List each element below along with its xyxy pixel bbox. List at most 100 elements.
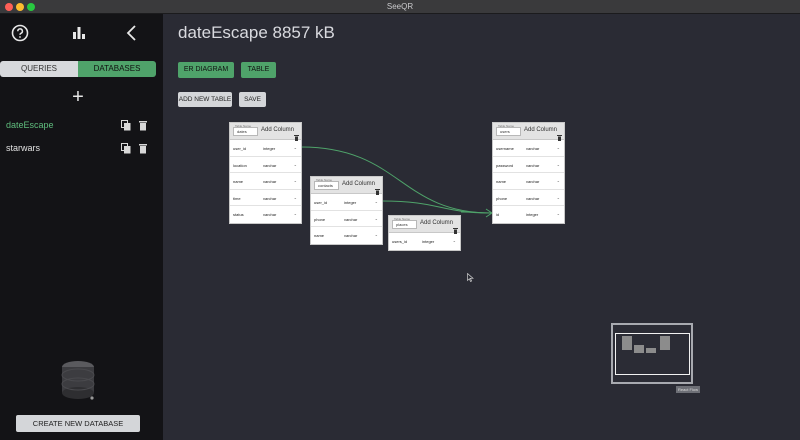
edge-places-to-users: [460, 211, 492, 214]
table-header: Table Name places Add Column: [389, 216, 460, 234]
trash-icon[interactable]: [138, 143, 148, 154]
column-type-select[interactable]: varchar: [526, 146, 540, 151]
table-node-dates[interactable]: Table Name dates Add Column user_id integ…: [229, 122, 302, 224]
column-name[interactable]: username: [496, 146, 514, 151]
add-new-table-button[interactable]: ADD NEW TABLE: [178, 92, 232, 107]
column-type-select[interactable]: varchar: [526, 162, 540, 168]
databases-toggle[interactable]: DATABASES: [78, 61, 156, 77]
trash-icon[interactable]: [138, 120, 148, 131]
column-name[interactable]: users_id: [392, 239, 408, 244]
column-type-select[interactable]: varchar: [344, 216, 358, 222]
minimap-node: [646, 348, 656, 353]
minimap-node: [622, 336, 632, 350]
table-header: Table Name users Add Column: [493, 123, 564, 141]
trash-icon[interactable]: [375, 182, 380, 195]
edge-contacts-to-users: [381, 200, 492, 214]
column-name[interactable]: name: [233, 179, 244, 184]
column-type-select[interactable]: integer: [344, 200, 357, 205]
column-type-select[interactable]: varchar: [263, 212, 277, 217]
column-name[interactable]: name: [496, 179, 507, 184]
trash-icon[interactable]: [453, 221, 458, 234]
add-column-button[interactable]: Add Column: [342, 181, 376, 187]
trash-icon[interactable]: [294, 128, 299, 141]
column-type-select[interactable]: integer: [526, 212, 539, 217]
minimize-window-button[interactable]: [16, 3, 24, 11]
close-window-button[interactable]: [5, 3, 13, 11]
column-type-select[interactable]: varchar: [344, 233, 358, 238]
queries-toggle[interactable]: QUERIES: [0, 61, 78, 77]
table-node-places[interactable]: Table Name places Add Column users_id int…: [388, 215, 461, 251]
minimap[interactable]: [611, 323, 693, 384]
page-title: dateEscape 8857 kB: [178, 23, 335, 42]
column-name[interactable]: phone: [314, 216, 326, 222]
table-node-contacts[interactable]: Table Name contacts Add Column user_id in…: [310, 176, 383, 245]
column-name[interactable]: user_id: [233, 146, 247, 151]
table-header: Table Name dates Add Column: [230, 123, 301, 141]
add-column-button[interactable]: Add Column: [420, 220, 454, 226]
chevron-down-icon: ⌄: [293, 211, 297, 216]
chevron-down-icon: ⌄: [556, 194, 560, 200]
bar-chart-icon[interactable]: [70, 24, 88, 42]
column-type-select[interactable]: varchar: [526, 179, 540, 184]
table-name-caption: Table Name: [235, 124, 252, 128]
column-type-select[interactable]: varchar: [263, 179, 277, 184]
column-name[interactable]: name: [314, 233, 325, 238]
chevron-down-icon: ⌄: [374, 215, 378, 221]
table-name-caption: Table Name: [394, 217, 411, 221]
column-row[interactable]: name varchar ⌄: [311, 227, 382, 244]
column-name[interactable]: status: [233, 212, 244, 217]
column-row[interactable]: status varchar ⌄: [230, 206, 301, 223]
copy-icon[interactable]: [121, 120, 131, 131]
column-row[interactable]: phone varchar ⌄: [493, 190, 564, 206]
zoom-window-button[interactable]: [27, 3, 35, 11]
column-name[interactable]: phone: [496, 195, 508, 201]
database-item-starwars[interactable]: starwars: [6, 141, 156, 155]
column-row[interactable]: phone varchar ⌄: [311, 211, 382, 227]
column-type-select[interactable]: varchar: [263, 195, 277, 201]
column-name[interactable]: password: [496, 162, 514, 168]
save-button[interactable]: SAVE: [239, 92, 266, 107]
add-column-button[interactable]: Add Column: [261, 127, 295, 133]
column-type-select[interactable]: varchar: [526, 195, 540, 201]
react-flow-attribution[interactable]: React Flow: [676, 386, 701, 393]
table-view-button[interactable]: TABLE: [241, 62, 276, 78]
add-database-icon[interactable]: +: [72, 86, 84, 108]
table-name-input[interactable]: contacts: [314, 181, 339, 190]
column-type-select[interactable]: varchar: [263, 162, 277, 168]
chevron-down-icon: ⌄: [374, 232, 378, 237]
column-type-select[interactable]: integer: [422, 239, 435, 244]
column-name[interactable]: location: [233, 162, 247, 168]
table-name-input[interactable]: dates: [233, 127, 258, 136]
trash-icon[interactable]: [557, 128, 562, 141]
create-new-database-button[interactable]: CREATE NEW DATABASE: [16, 415, 140, 432]
window-title: SeeQR: [386, 2, 414, 11]
er-diagram-button[interactable]: ER DIAGRAM: [178, 62, 234, 78]
column-name[interactable]: user_id: [314, 200, 328, 205]
minimap-viewport[interactable]: [615, 333, 690, 375]
chevron-left-icon[interactable]: [123, 24, 141, 42]
table-name-input[interactable]: places: [392, 220, 417, 229]
column-name[interactable]: time: [233, 195, 241, 201]
table-node-users[interactable]: Table Name users Add Column username varc…: [492, 122, 565, 224]
copy-icon[interactable]: [121, 143, 131, 154]
table-header: Table Name contacts Add Column: [311, 177, 382, 195]
sidebar: QUERIES DATABASES + dateEscape starwars: [0, 14, 163, 440]
help-icon[interactable]: [11, 24, 29, 42]
table-name-input[interactable]: users: [496, 127, 521, 136]
column-name[interactable]: id: [496, 212, 500, 217]
add-column-button[interactable]: Add Column: [524, 127, 558, 133]
database-name: dateEscape: [6, 120, 54, 130]
database-item-dateescape[interactable]: dateEscape: [6, 118, 156, 132]
column-type-select[interactable]: integer: [263, 146, 276, 151]
